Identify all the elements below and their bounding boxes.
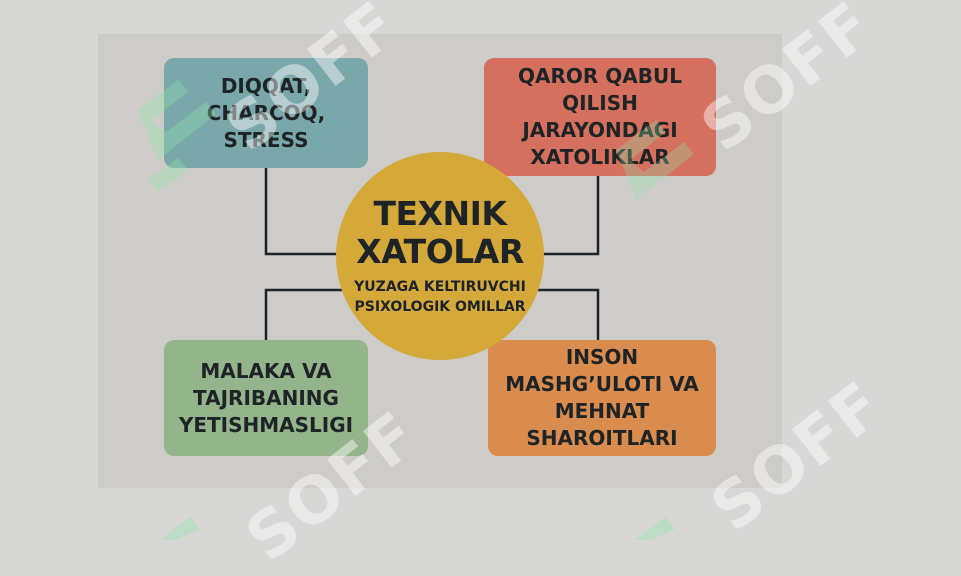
connector-bottom-right: [532, 288, 600, 340]
factor-box-work-conditions: INSON MASHG’ULOTI VA MEHNAT SHAROITLARI: [488, 340, 716, 456]
factor-box-attention-fatigue-stress: DIQQAT, CHARCOQ, STRESS: [164, 58, 368, 168]
center-circle: TEXNIK XATOLAR YUZAGA KELTIRUVCHI PSIXOL…: [336, 152, 544, 360]
connector-lines: [264, 168, 600, 340]
connector-top-right: [524, 176, 600, 256]
center-subtitle: YUZAGA KELTIRUVCHI PSIXOLOGIK OMILLAR: [354, 279, 526, 315]
connector-bottom-left: [264, 288, 348, 340]
center-title: TEXNIK XATOLAR: [356, 194, 524, 271]
factor-box-skill-experience: MALAKA VA TAJRIBANING YETISHMASLIGI: [164, 340, 368, 456]
connector-top-left: [264, 168, 356, 256]
factor-box-decision-errors: QAROR QABUL QILISH JARAYONDAGI XATOLIKLA…: [484, 58, 716, 176]
